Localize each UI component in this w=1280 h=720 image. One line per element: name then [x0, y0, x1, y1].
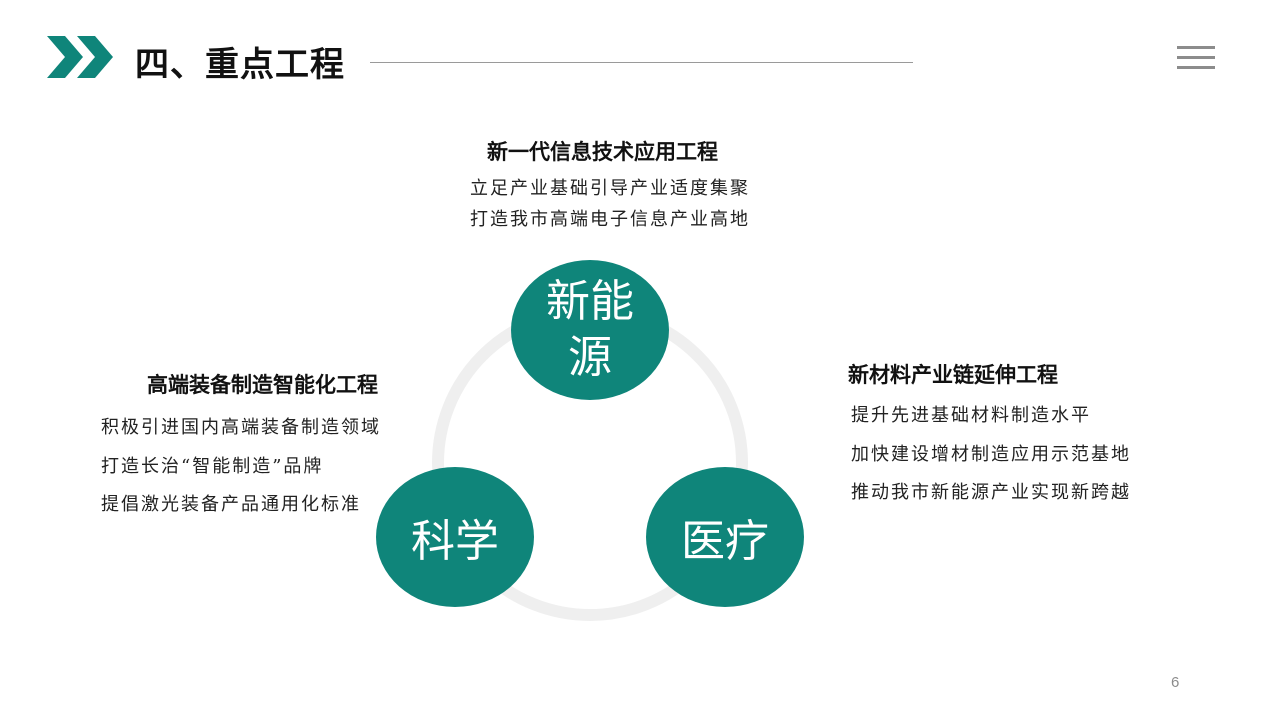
- circle-medical: 医疗: [646, 467, 804, 607]
- top-block-line: 立足产业基础引导产业适度集聚: [470, 178, 750, 199]
- right-block-line: 推动我市新能源产业实现新跨越: [851, 482, 1131, 503]
- left-block-line: 积极引进国内高端装备制造领域: [101, 417, 381, 438]
- title-divider: [370, 62, 913, 63]
- double-chevron-right-icon: [47, 36, 113, 78]
- right-block-line: 提升先进基础材料制造水平: [851, 405, 1091, 426]
- page-number: 6: [1171, 674, 1180, 691]
- page-title: 四、重点工程: [135, 45, 345, 85]
- right-block-line: 加快建设增材制造应用示范基地: [851, 444, 1131, 465]
- left-block-line: 打造长治“智能制造”品牌: [101, 456, 324, 477]
- top-block-line: 打造我市高端电子信息产业高地: [470, 209, 750, 230]
- menu-bar: [1177, 66, 1215, 69]
- top-block-heading: 新一代信息技术应用工程: [487, 139, 718, 164]
- menu-bar: [1177, 56, 1215, 59]
- left-block-line: 提倡激光装备产品通用化标准: [101, 494, 361, 515]
- left-block-heading: 高端装备制造智能化工程: [147, 372, 378, 397]
- circle-new-energy: 新能源: [511, 260, 669, 400]
- menu-bar: [1177, 46, 1215, 49]
- right-block-heading: 新材料产业链延伸工程: [848, 362, 1058, 387]
- circle-science: 科学: [376, 467, 534, 607]
- hamburger-menu-icon[interactable]: [1175, 44, 1217, 74]
